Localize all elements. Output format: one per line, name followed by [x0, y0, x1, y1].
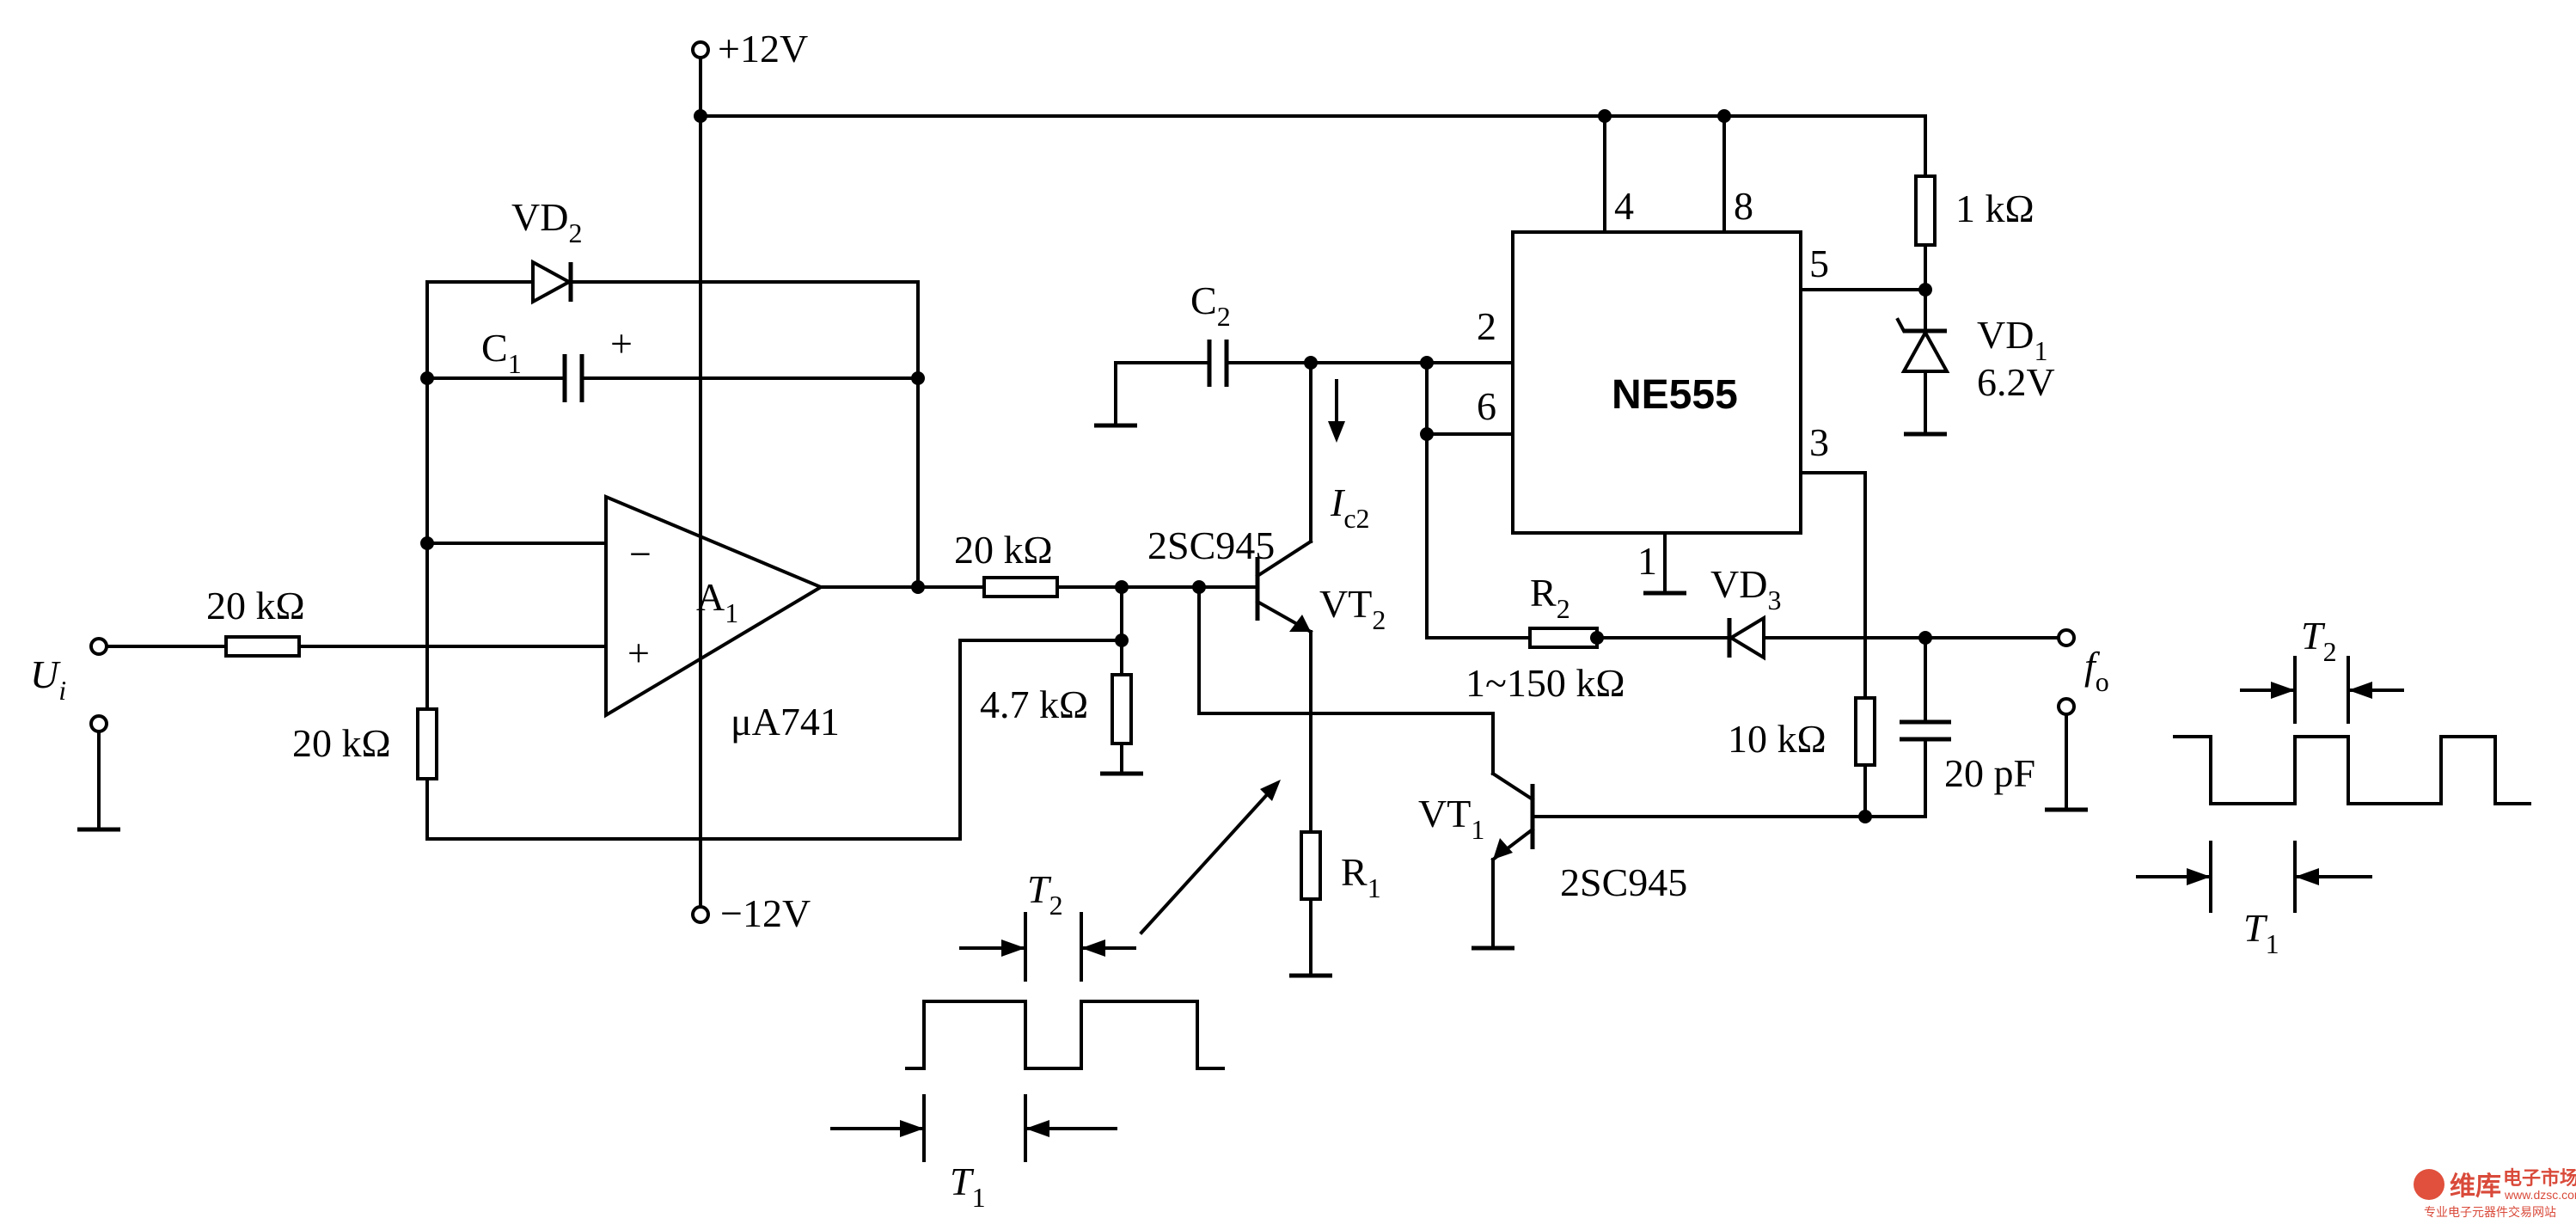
- junction-dot: [1590, 631, 1604, 645]
- timing-node: [1094, 340, 2076, 661]
- waveform-pointer-arrow: [1139, 786, 1275, 935]
- label-resistor-1k: 1 kΩ: [1955, 187, 2034, 230]
- label-input-u: Ui: [30, 652, 66, 706]
- resistor-divider: [1111, 673, 1133, 745]
- label-vt2-part: 2SC945: [1147, 523, 1275, 567]
- waveform-input: [830, 780, 1281, 1162]
- reference-section: [1895, 114, 1950, 437]
- resistor-ground: [416, 707, 438, 780]
- junction-dot: [1304, 356, 1318, 370]
- divider-section: [982, 576, 1495, 776]
- pulse-train-2: [2173, 735, 2531, 805]
- label-c2: C2: [1190, 278, 1231, 332]
- label-vd1: VD1: [1977, 313, 2047, 366]
- junction-dot: [911, 371, 925, 385]
- label-resistor-output: 20 kΩ: [954, 528, 1053, 572]
- watermark-brand: 维库: [2450, 1172, 2501, 1201]
- label-c1-polarity: +: [610, 321, 633, 365]
- label-r2-value: 1~150 kΩ: [1465, 661, 1625, 705]
- junction-dot: [1115, 633, 1129, 647]
- label-resistor-10k: 10 kΩ: [1728, 717, 1826, 761]
- vt2-collector: [1255, 539, 1313, 578]
- label-vt1: VT1: [1418, 792, 1484, 845]
- resistor-input: [224, 635, 301, 658]
- label-opamp-part: μA741: [731, 700, 840, 744]
- transistor-vt2: [1255, 361, 1345, 978]
- zener-vd1-symbol: [1900, 328, 1950, 373]
- terminal-fo-top: [2057, 628, 2076, 647]
- label-c1: C1: [481, 326, 522, 379]
- label-waveform2-t1: T1: [2243, 906, 2279, 959]
- feedback-network: [416, 259, 1123, 841]
- label-vd1-value: 6.2V: [1977, 360, 2055, 404]
- terminal-minus12v: [691, 905, 710, 924]
- opamp-plus-sign: +: [627, 631, 650, 675]
- watermark-url: www.dzsc.com: [2504, 1188, 2576, 1202]
- label-plus12v: +12V: [718, 27, 808, 70]
- pin-label-3: 3: [1809, 420, 1829, 464]
- junction-dot: [694, 109, 707, 123]
- opamp-a1: [604, 493, 986, 719]
- junction-dot: [420, 536, 434, 550]
- resistor-r2: [1528, 627, 1599, 649]
- ne555-timer: [1511, 114, 1927, 700]
- junction-dot: [1918, 283, 1932, 297]
- junction-dot: [420, 371, 434, 385]
- resistor-r1: [1300, 830, 1322, 901]
- pin-label-2: 2: [1477, 304, 1496, 348]
- label-vt2: VT2: [1319, 582, 1386, 635]
- label-waveform2-t2: T2: [2301, 614, 2337, 667]
- watermark-logo-icon: [2414, 1169, 2444, 1200]
- pulse-train-1: [905, 1000, 1225, 1070]
- junction-dot: [911, 580, 925, 594]
- ne555-body: [1511, 230, 1802, 535]
- pin-label-1: 1: [1637, 539, 1657, 583]
- input-section: [77, 635, 608, 832]
- label-minus12v: −12V: [720, 891, 811, 935]
- pin-label-6: 6: [1477, 384, 1496, 428]
- label-resistor-ground: 20 kΩ: [292, 721, 391, 765]
- terminal-fo-bottom: [2057, 697, 2076, 716]
- supply-wiring: [691, 40, 1927, 924]
- opamp-triangle: [604, 493, 825, 719]
- output-section: [1197, 636, 2088, 951]
- label-vt1-part: 2SC945: [1560, 860, 1687, 904]
- label-output-f: fo: [2084, 644, 2109, 697]
- diode-vd3-symbol: [1728, 615, 1765, 661]
- resistor-1k: [1914, 174, 1937, 247]
- label-waveform1-t1: T1: [950, 1160, 986, 1213]
- waveform-output: [2136, 656, 2531, 913]
- watermark-tagline: 专业电子元器件交易网站: [2424, 1205, 2556, 1219]
- vt1-emitter-arrow: [1493, 838, 1513, 860]
- label-r2: R2: [1530, 571, 1570, 624]
- label-resistor-divider: 4.7 kΩ: [980, 682, 1088, 726]
- pin-label-8: 8: [1734, 184, 1753, 228]
- label-capacitor-20pf: 20 pF: [1944, 751, 2035, 795]
- terminal-ui-top: [89, 637, 108, 656]
- label-waveform1-t2: T2: [1027, 867, 1063, 921]
- diode-vd2-symbol: [531, 259, 573, 305]
- label-vd3: VD3: [1710, 562, 1781, 615]
- vt2-emitter-arrow: [1289, 615, 1311, 632]
- watermark-name: 电子市场网: [2503, 1167, 2576, 1189]
- watermark-logo: 维库 电子市场网 www.dzsc.com 专业电子元器件交易网站: [2414, 1167, 2576, 1219]
- resistor-output: [982, 576, 1059, 598]
- terminal-plus12v: [691, 40, 710, 59]
- label-r1: R1: [1341, 850, 1381, 903]
- label-ic2: Ic2: [1330, 480, 1370, 534]
- pin-label-4: 4: [1614, 184, 1634, 228]
- resistor-10k: [1854, 696, 1876, 767]
- label-resistor-input: 20 kΩ: [206, 584, 305, 627]
- label-vd2: VD2: [511, 195, 582, 248]
- label-opamp-ref: A1: [696, 575, 738, 628]
- junction-dot: [1858, 810, 1872, 823]
- terminal-ui-bottom: [89, 714, 108, 733]
- opamp-minus-sign: −: [629, 532, 652, 576]
- vt1-collector: [1490, 771, 1535, 802]
- pin-label-5: 5: [1809, 242, 1829, 285]
- label-ne555: NE555: [1612, 372, 1738, 418]
